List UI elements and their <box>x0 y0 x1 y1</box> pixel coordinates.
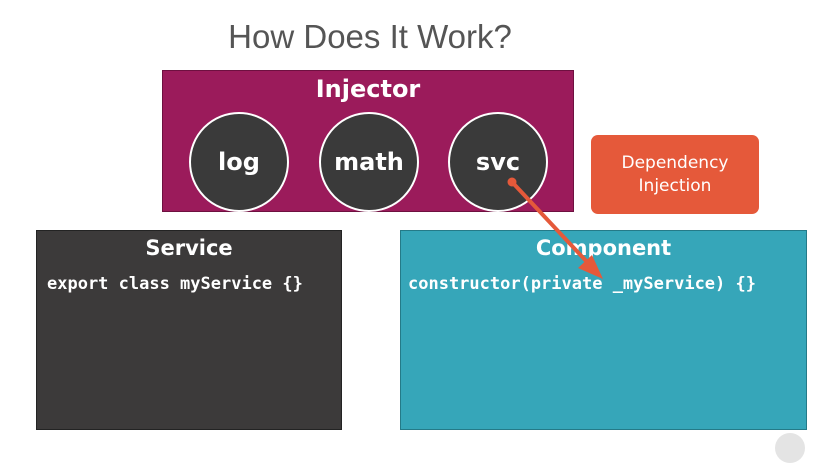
service-bubble-log: log <box>189 112 289 212</box>
service-code: export class myService {} <box>47 274 303 294</box>
component-code: constructor(private _myService) {} <box>408 274 756 294</box>
service-box: Service export class myService {} <box>36 230 342 430</box>
injector-box: Injector log math svc <box>162 70 574 212</box>
service-bubble-svc: svc <box>448 112 548 212</box>
service-title: Service <box>145 236 233 260</box>
component-title: Component <box>535 236 672 260</box>
corner-indicator <box>775 433 805 463</box>
component-box: Component constructor(private _myService… <box>400 230 807 430</box>
injector-label: Injector <box>315 75 421 103</box>
slide-title: How Does It Work? <box>228 18 512 55</box>
dependency-injection-badge: Dependency Injection <box>591 135 759 214</box>
service-bubble-math: math <box>319 112 419 212</box>
